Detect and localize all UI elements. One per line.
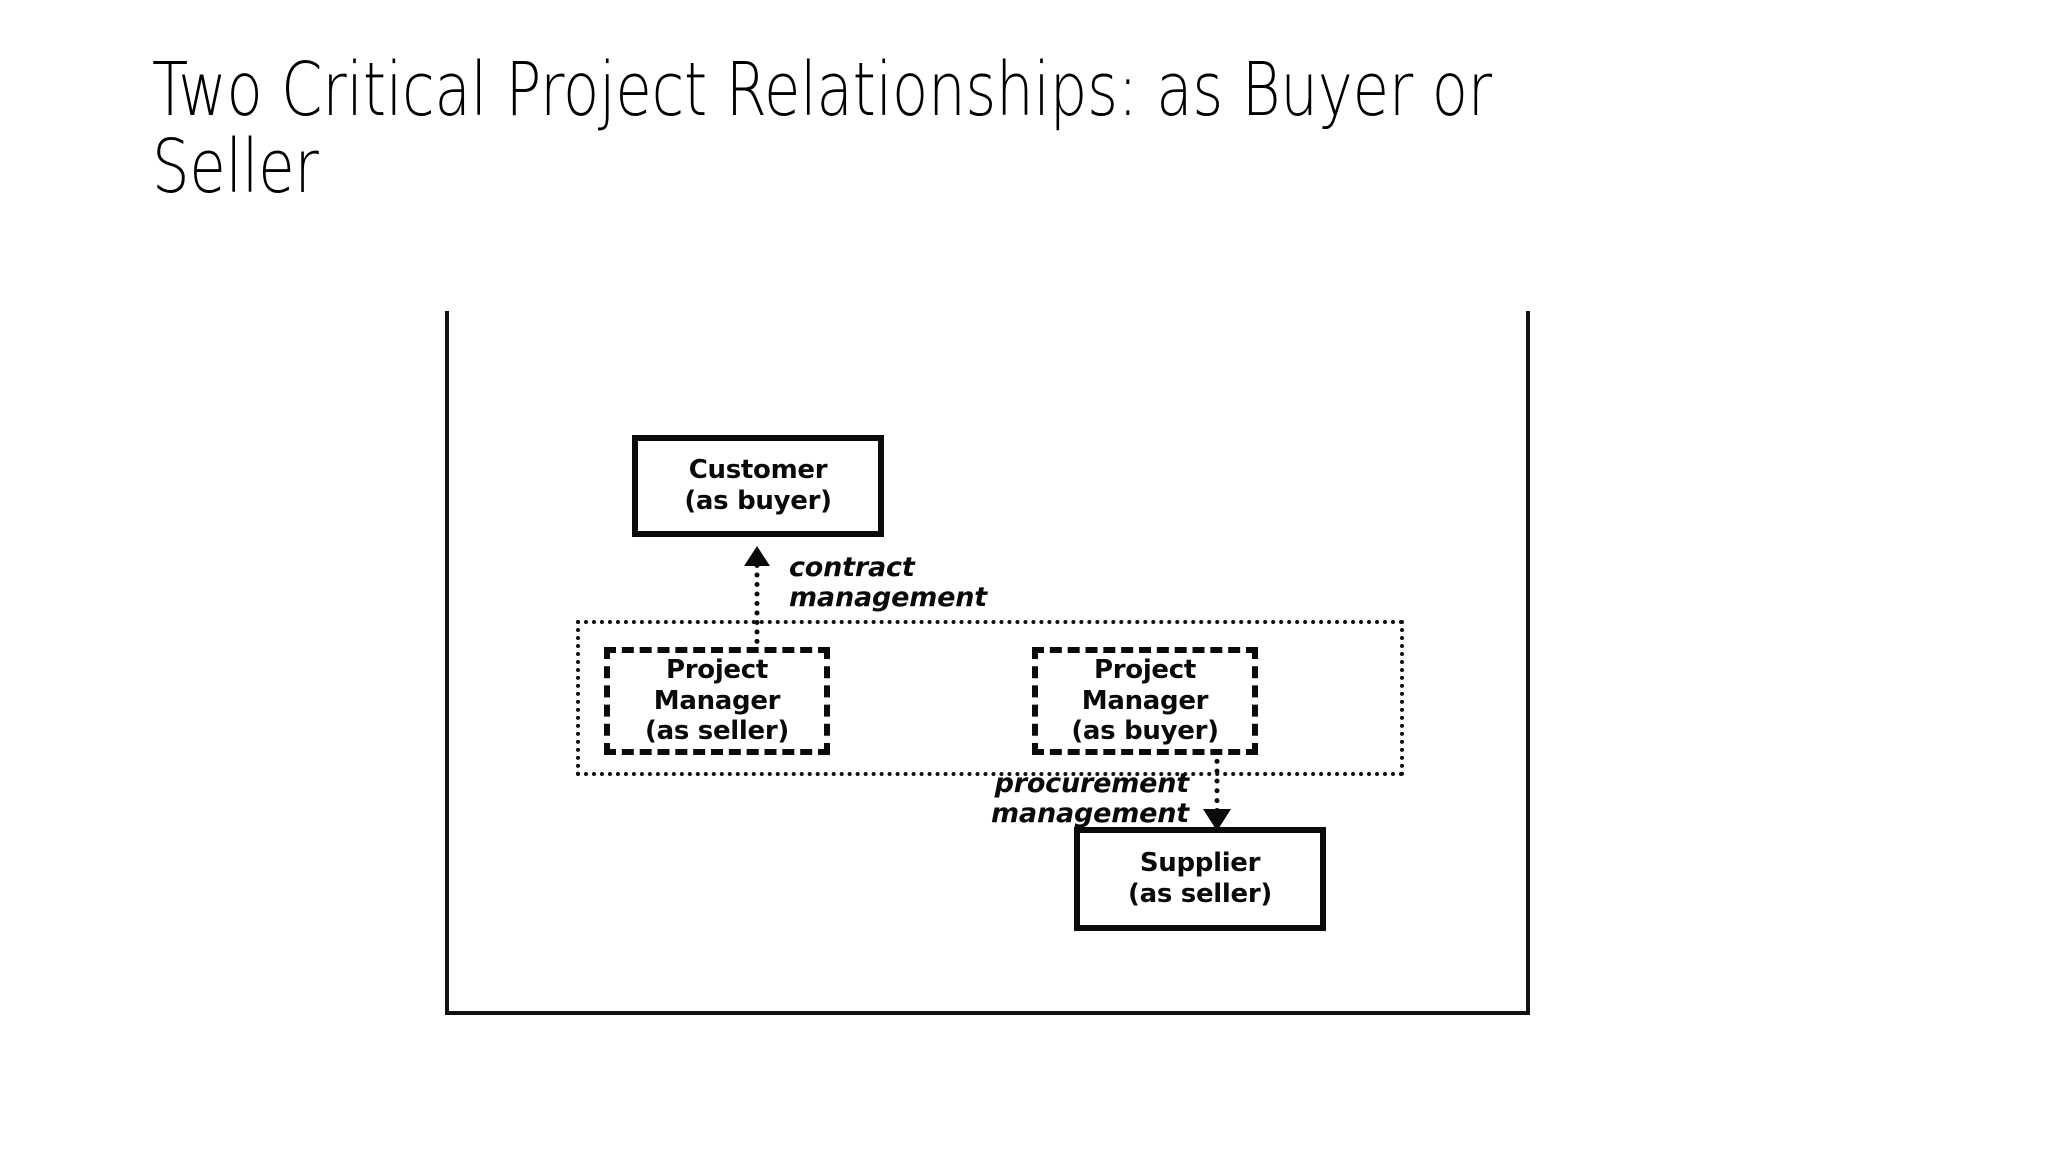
project-manager-group: Project Manager (as seller) Project Mana… (576, 620, 1404, 776)
edge-contract-management-label: contract management (789, 552, 988, 614)
arrow-up-icon (744, 546, 770, 566)
page-title: Two Critical Project Relationships: as B… (152, 47, 1492, 210)
dotted-line (1214, 749, 1220, 813)
figure-frame: Customer (as buyer) contract management … (445, 311, 1530, 1015)
dotted-line (754, 563, 760, 644)
edge-procurement-management-label: procurement management (990, 768, 1189, 830)
node-customer-label: Customer (as buyer) (684, 455, 832, 516)
node-project-manager-buyer-label: Project Manager (as buyer) (1071, 654, 1219, 747)
edge-contract-management (737, 546, 777, 644)
edge-procurement-management (1197, 749, 1237, 831)
node-supplier-label: Supplier (as seller) (1128, 848, 1272, 909)
node-project-manager-seller: Project Manager (as seller) (604, 647, 830, 755)
node-project-manager-seller-label: Project Manager (as seller) (645, 654, 789, 747)
node-project-manager-buyer: Project Manager (as buyer) (1032, 647, 1258, 755)
arrow-down-icon (1203, 809, 1231, 831)
node-customer: Customer (as buyer) (632, 435, 884, 537)
node-supplier: Supplier (as seller) (1074, 827, 1326, 931)
